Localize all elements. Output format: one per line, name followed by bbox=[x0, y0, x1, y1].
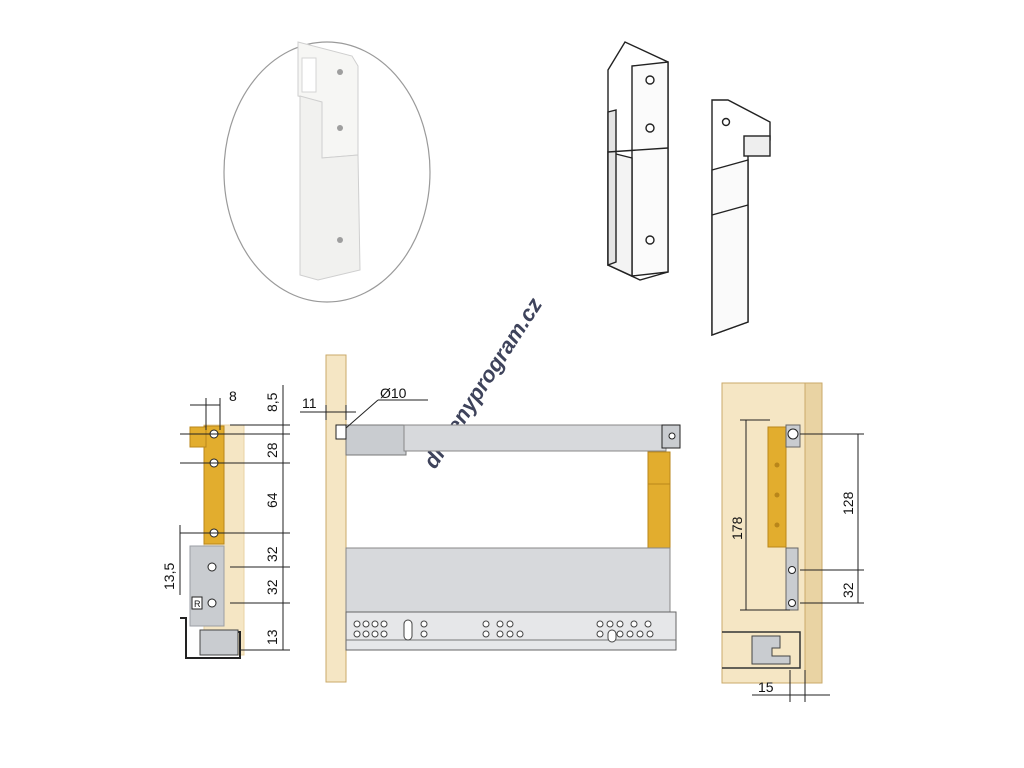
runner-hole bbox=[496, 620, 504, 628]
bracket-line-drawing-right bbox=[711, 99, 771, 336]
plastic-bracket-bottom bbox=[299, 95, 361, 281]
grey-adapter bbox=[785, 547, 799, 611]
runner-hole bbox=[616, 630, 624, 638]
dim-front-thickness: 11 bbox=[302, 395, 317, 411]
adapter-hole bbox=[788, 599, 796, 607]
product-photo bbox=[223, 41, 431, 303]
adapter-hole bbox=[207, 562, 217, 572]
runner-detail bbox=[751, 635, 791, 665]
runner-hole bbox=[616, 620, 624, 628]
brass-bracket-strip bbox=[203, 425, 225, 545]
brass-back-bracket bbox=[647, 451, 671, 549]
runner-holes bbox=[353, 619, 654, 643]
runner-hole bbox=[353, 620, 361, 628]
bracket-slot bbox=[301, 57, 317, 93]
runner-hole bbox=[420, 630, 428, 638]
adapter-hole bbox=[788, 566, 796, 574]
bracket-hole bbox=[721, 117, 731, 127]
bracket-hole bbox=[774, 492, 780, 498]
runner-hole bbox=[596, 630, 604, 638]
rail-hole-marker bbox=[335, 424, 347, 440]
rail-end-hole bbox=[668, 432, 676, 440]
front-dimension-lines bbox=[300, 399, 428, 429]
rear-dimension-lines bbox=[740, 419, 864, 702]
runner-hole bbox=[646, 630, 654, 638]
upper-rail bbox=[403, 424, 667, 452]
dim-spacing-2: 64 bbox=[264, 492, 280, 508]
dim-spacing-1: 28 bbox=[264, 442, 280, 458]
bracket-hole bbox=[645, 123, 655, 133]
runner-hole bbox=[362, 620, 370, 628]
runner-hole bbox=[371, 620, 379, 628]
runner-hole bbox=[353, 630, 361, 638]
bracket-hole bbox=[337, 69, 343, 75]
dim-spacing-4: 32 bbox=[264, 579, 280, 595]
runner-profile bbox=[722, 631, 801, 669]
dim-top-offset: 8,5 bbox=[264, 392, 280, 412]
runner-slot bbox=[607, 629, 617, 643]
bracket-lower-plate bbox=[711, 159, 749, 336]
dim-spacing-lower: 32 bbox=[840, 582, 856, 598]
bracket-hole bbox=[774, 522, 780, 528]
runner-hole bbox=[482, 620, 490, 628]
dim-spacing-upper: 128 bbox=[840, 491, 856, 515]
side-view-left: R 8 8,5 28 64 32 32 13 13,5 bbox=[161, 385, 290, 659]
dim-hole-diameter: Ø10 bbox=[380, 385, 407, 401]
runner-hole bbox=[420, 620, 428, 628]
runner-slot bbox=[403, 619, 413, 641]
runner-hole bbox=[626, 630, 634, 638]
runner-hole bbox=[636, 630, 644, 638]
adapter-hole bbox=[207, 598, 217, 608]
dim-side-offset: 15 bbox=[758, 679, 774, 695]
right-marker: R bbox=[194, 599, 201, 609]
bracket-hole bbox=[774, 462, 780, 468]
runner-hole bbox=[496, 630, 504, 638]
runner-hole bbox=[362, 630, 370, 638]
bracket-hole bbox=[645, 75, 655, 85]
bracket-side-strip bbox=[607, 109, 617, 267]
runner-hole bbox=[606, 620, 614, 628]
bracket-line-drawing-left bbox=[607, 41, 669, 281]
runner-hole bbox=[506, 620, 514, 628]
bracket-seam bbox=[607, 147, 669, 153]
bracket-hole bbox=[337, 237, 343, 243]
runner-hole bbox=[380, 620, 388, 628]
brass-bracket bbox=[767, 426, 787, 548]
right-marker-box bbox=[191, 596, 203, 610]
runner-hole bbox=[371, 630, 379, 638]
rear-view: 178 128 32 15 bbox=[721, 382, 864, 702]
dim-side-offset: 13,5 bbox=[161, 563, 177, 590]
runner-hole bbox=[506, 630, 514, 638]
bracket-pivot bbox=[787, 428, 799, 440]
drawer-front-panel bbox=[325, 354, 347, 683]
runner-hole bbox=[644, 620, 652, 628]
dim-spacing-3: 32 bbox=[264, 546, 280, 562]
runner-hole bbox=[482, 630, 490, 638]
runner-hole bbox=[380, 630, 388, 638]
drawer-side-wall bbox=[345, 547, 671, 613]
upper-rail-inner bbox=[345, 424, 407, 456]
bracket-hole bbox=[337, 125, 343, 131]
runner-hole bbox=[516, 630, 524, 638]
bracket-clip bbox=[743, 135, 771, 157]
front-view: 11 Ø10 bbox=[300, 354, 681, 683]
runner-hole bbox=[596, 620, 604, 628]
dim-bottom: 13 bbox=[264, 629, 280, 645]
bracket-top-clip bbox=[189, 426, 207, 448]
dim-width-top: 8 bbox=[229, 388, 237, 404]
bracket-seam bbox=[711, 204, 749, 216]
grey-adapter-plate bbox=[189, 545, 225, 627]
runner-hole bbox=[630, 620, 638, 628]
dim-leader bbox=[345, 399, 379, 429]
bracket-hole bbox=[645, 235, 655, 245]
dimension-lines bbox=[179, 385, 290, 651]
runner-body bbox=[199, 629, 239, 656]
dim-total-height: 178 bbox=[729, 516, 745, 540]
cabinet-back-strip bbox=[804, 382, 823, 684]
